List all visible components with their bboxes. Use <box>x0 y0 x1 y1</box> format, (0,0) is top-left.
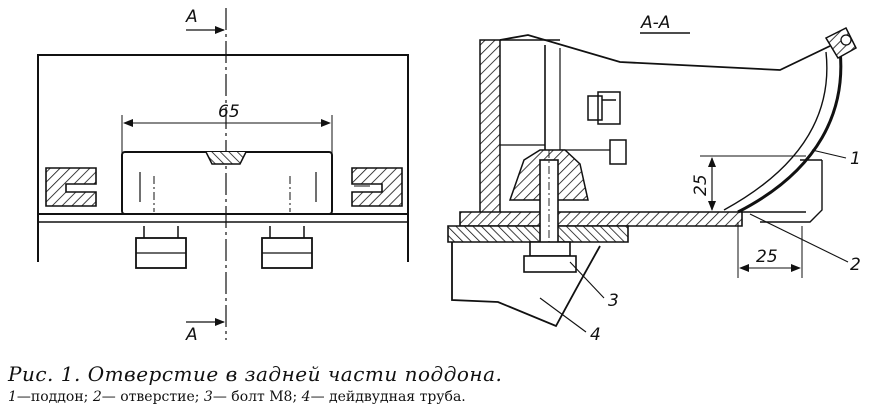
section-view <box>447 26 857 333</box>
section-mark-top: A <box>185 7 198 27</box>
technical-drawing: A A А-А 65 25 25 1 2 3 4 <box>37 7 861 345</box>
right-bracket <box>351 167 403 207</box>
callout-1: 1 <box>850 149 861 169</box>
caption-legend: 1—поддон; 2— отверстие; 3— болт М8; 4— д… <box>8 389 878 405</box>
callout-4: 4 <box>590 325 601 345</box>
caption-title: Рис. 1. Отверстие в задней части поддона… <box>8 362 503 386</box>
legend-item: 2— отверстие; <box>92 389 204 405</box>
dimension-25-vertical: 25 <box>691 174 711 196</box>
legend-item: 3— болт М8; <box>203 389 302 405</box>
legend-item: 1—поддон; <box>8 389 93 405</box>
dimension-25-horizontal: 25 <box>756 247 778 267</box>
nut <box>205 151 247 165</box>
pan-wall <box>737 49 843 214</box>
callout-3: 3 <box>608 291 619 311</box>
legend-item: 4— дейдвудная труба. <box>301 389 466 405</box>
section-view-title: А-А <box>640 13 670 33</box>
pan-outline <box>37 54 409 262</box>
flange-plate <box>459 211 743 227</box>
stern-tube <box>451 242 601 328</box>
left-bracket <box>45 167 97 207</box>
section-mark-bottom: A <box>185 325 198 345</box>
callout-2: 2 <box>850 255 861 275</box>
figure-caption: Рис. 1. Отверстие в задней части поддона… <box>8 362 878 405</box>
left-view <box>37 8 409 340</box>
dimension-65: 65 <box>218 102 240 122</box>
